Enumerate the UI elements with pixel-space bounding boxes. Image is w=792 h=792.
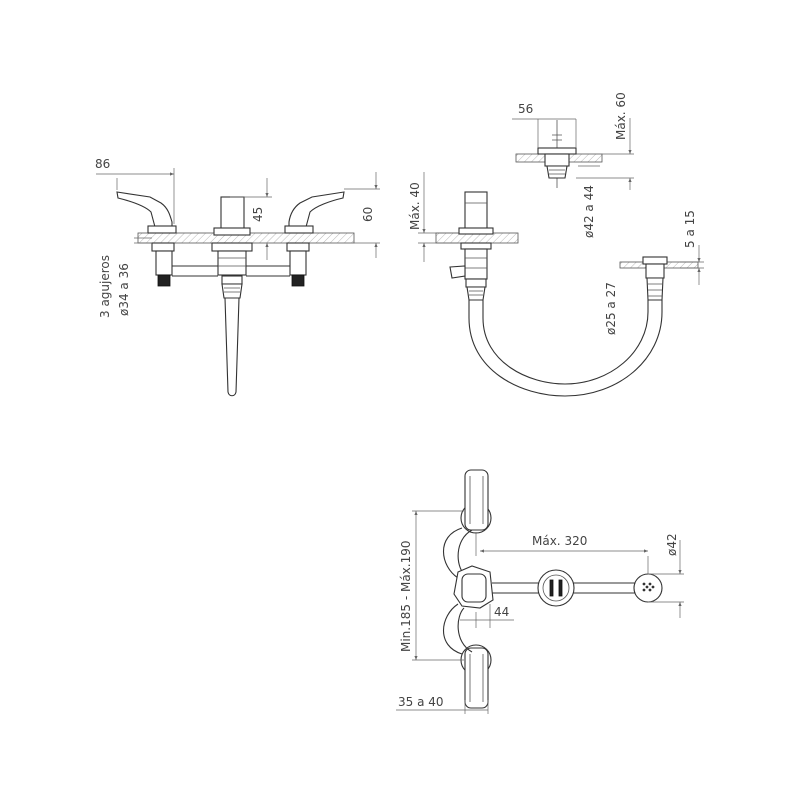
- dim-5-15: 5 a 15: [680, 210, 704, 285]
- dim-drain-hole-label: ø42 a 44: [582, 185, 596, 238]
- side-spout: [449, 191, 494, 301]
- dim-60-label: 60: [361, 207, 375, 222]
- dim-d42: ø42: [648, 533, 684, 618]
- dim-44-label: 44: [494, 605, 509, 619]
- top-center-cap: [537, 569, 575, 607]
- dim-drain-hole: ø42 a 44: [578, 165, 600, 238]
- dim-56: 56: [512, 102, 577, 148]
- top-hose-lower: [443, 603, 473, 655]
- dim-86: 86: [95, 157, 175, 224]
- top-lower-handle: [460, 644, 492, 709]
- top-view: Máx. 320 ø42 Min.185 - Máx.190 44: [396, 469, 684, 714]
- dim-max-60: Máx. 60: [576, 92, 634, 190]
- dim-hose-diameter: ø25 a 27: [604, 282, 618, 335]
- dim-45: 45: [230, 178, 272, 260]
- top-drain: [633, 573, 663, 603]
- dim-spread: Min.185 - Máx.190: [399, 510, 464, 661]
- dim-d42-label: ø42: [665, 533, 679, 556]
- dim-max-320-label: Máx. 320: [532, 534, 587, 548]
- dim-35-40: 35 a 40: [396, 695, 489, 714]
- dim-86-label: 86: [95, 157, 110, 171]
- dim-44: 44: [460, 604, 514, 628]
- drain-detail: 56 Máx. 60 ø42 a 44: [512, 92, 634, 238]
- dim-spread-label: Min.185 - Máx.190: [399, 541, 413, 653]
- dim-hose-diameter-label: ø25 a 27: [604, 282, 618, 335]
- front-spout: [211, 196, 253, 397]
- side-hose-outer: [468, 300, 663, 397]
- dim-45-label: 45: [251, 207, 265, 222]
- front-right-handle: [284, 191, 345, 287]
- top-upper-handle: [460, 469, 492, 534]
- front-left-handle: [116, 191, 177, 287]
- side-view: Máx. 40 ø25 a 27 5 a 15: [408, 172, 704, 397]
- dim-35-40-label: 35 a 40: [398, 695, 444, 709]
- dim-holes: 3 agujeros ø34 a 36: [98, 237, 152, 318]
- dim-5-15-label: 5 a 15: [683, 210, 697, 248]
- dim-max-320: Máx. 320: [475, 532, 649, 574]
- dim-max-60-label: Máx. 60: [614, 92, 628, 140]
- dim-max-40-label: Máx. 40: [408, 182, 422, 230]
- holes-label-line1: 3 agujeros: [98, 255, 112, 318]
- side-drain: [642, 256, 668, 301]
- holes-label-line2: ø34 a 36: [117, 263, 131, 316]
- front-view: 86 45 60 3 agujeros ø34 a 36: [95, 157, 380, 397]
- dim-56-label: 56: [518, 102, 533, 116]
- front-connector-pipe: [172, 265, 290, 277]
- dim-max-40: Máx. 40: [408, 172, 458, 262]
- dim-60: 60: [344, 172, 380, 258]
- side-hose-inner: [482, 300, 649, 385]
